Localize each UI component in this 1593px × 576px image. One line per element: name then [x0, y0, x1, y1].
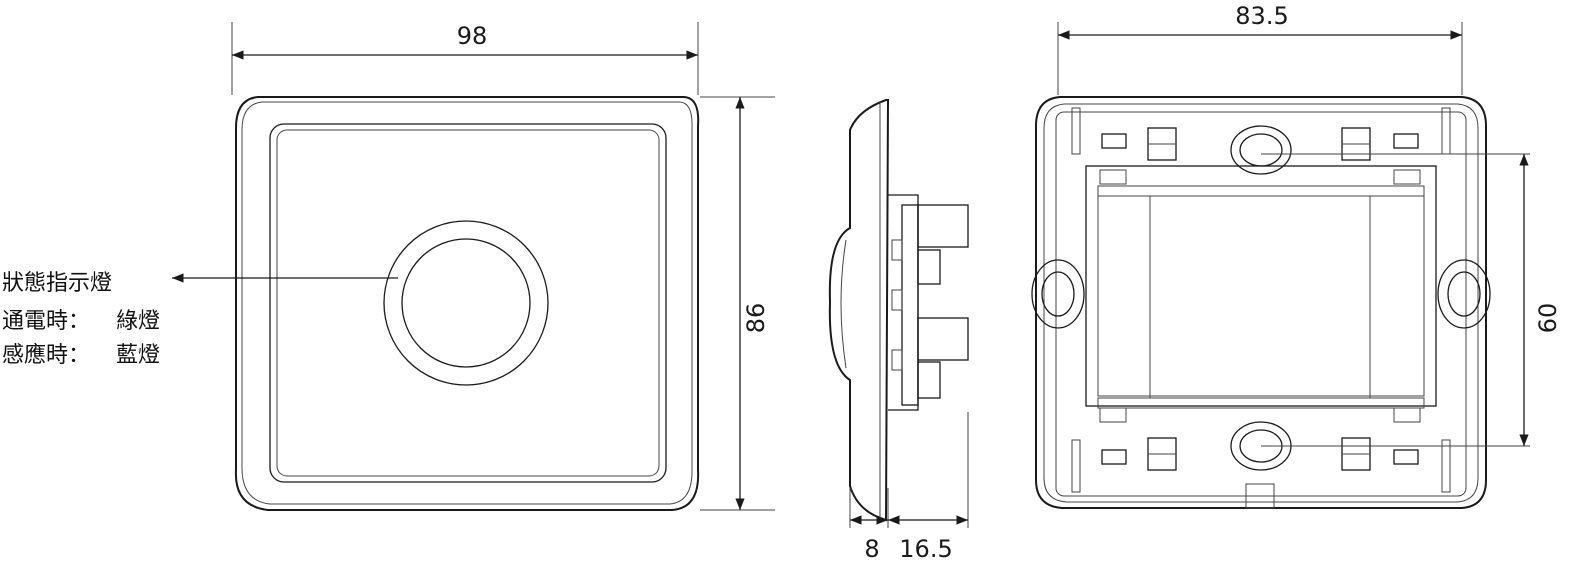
- annotation-row1-label: 通電時：: [2, 309, 90, 334]
- mount-hole-left-inner: [1041, 271, 1075, 317]
- back-view: 83.5 60: [1031, 2, 1562, 509]
- dim-side-back: 16.5: [899, 535, 952, 563]
- back-bottom-notch: [1245, 483, 1275, 509]
- back-slot-4: [1393, 133, 1419, 149]
- side-small-part-3: [891, 349, 903, 371]
- back-inner-rim: [1055, 111, 1467, 497]
- indicator-ring-outer: [383, 220, 549, 386]
- back-slot-5: [1101, 449, 1127, 465]
- back-rail-tr: [1441, 107, 1451, 155]
- mount-hole-top-outer: [1230, 125, 1292, 175]
- back-slot-8: [1393, 449, 1419, 465]
- back-tab-br: [1393, 407, 1421, 423]
- indicator-ring-inner: [401, 238, 531, 368]
- annotation-row1-value: 綠燈: [116, 309, 160, 334]
- dim-back-width: 83.5: [1235, 2, 1288, 30]
- front-outer-frame: [234, 96, 700, 511]
- mount-hole-right-outer: [1437, 259, 1491, 329]
- dim-front-height: 86: [742, 303, 770, 334]
- dim-hole-spacing: 60: [1534, 303, 1562, 334]
- front-inner-plate-edge: [276, 129, 660, 477]
- annotation-row2-label: 感應時：: [2, 342, 90, 368]
- mount-hole-left-outer: [1031, 259, 1085, 329]
- front-outer-frame-inner-edge: [241, 101, 693, 505]
- annotation-row2-value: 藍燈: [116, 343, 160, 368]
- back-tab-tl: [1099, 169, 1127, 185]
- mount-hole-top-inner: [1239, 133, 1283, 167]
- status-indicator-annotation: 狀態指示燈 通電時： 綠燈 感應時： 藍燈: [2, 271, 160, 368]
- back-tab-tr: [1393, 169, 1421, 185]
- back-tab-bl: [1099, 407, 1127, 423]
- back-slot-1: [1101, 133, 1127, 149]
- dim-front-width: 98: [457, 22, 488, 50]
- side-connector-2: [917, 249, 941, 285]
- dim-side-front: 8: [864, 535, 879, 563]
- side-small-part-2: [891, 289, 903, 311]
- side-small-part-1: [891, 239, 903, 261]
- back-window-top-lip: [1097, 185, 1425, 197]
- side-connector-1: [917, 204, 969, 248]
- side-lens: [840, 239, 847, 369]
- side-connector-3: [917, 317, 969, 361]
- back-rail-tl: [1071, 107, 1081, 155]
- side-faceplate: [828, 99, 890, 522]
- front-inner-plate: [269, 123, 667, 483]
- back-window-inner: [1097, 185, 1425, 397]
- side-pcb: [901, 204, 919, 406]
- side-connector-4: [917, 361, 941, 399]
- back-window-bottom-lip: [1097, 397, 1425, 409]
- back-outer-frame-inner-edge: [1043, 103, 1479, 503]
- front-view: 98 86: [172, 22, 775, 511]
- back-rail-br: [1441, 439, 1451, 493]
- back-rail-bl: [1071, 439, 1081, 493]
- mount-hole-right-inner: [1447, 271, 1481, 317]
- annotation-title: 狀態指示燈: [2, 271, 112, 296]
- back-window-frame: [1085, 165, 1437, 407]
- back-outer-frame: [1035, 96, 1487, 509]
- side-view: 8 16.5: [828, 99, 969, 563]
